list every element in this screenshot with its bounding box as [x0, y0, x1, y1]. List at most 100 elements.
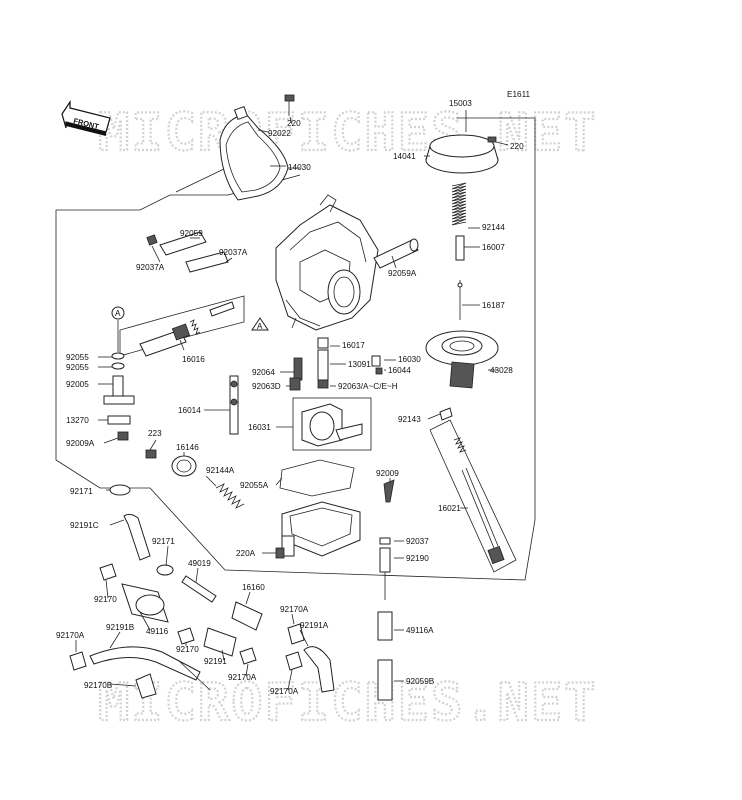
part-label-92191b: 92191B [106, 623, 135, 632]
svg-text:A: A [115, 309, 121, 318]
spring-92144a [215, 483, 245, 509]
needle-holder-16007 [455, 235, 465, 261]
fitting-92005 [103, 375, 135, 405]
part-label-92022: 92022 [268, 129, 291, 138]
part-label-92170-left: 92170 [94, 595, 117, 604]
part-label-13091: 13091 [348, 360, 371, 369]
clamp-92170a-right [287, 623, 305, 645]
part-label-92055-2: 92055 [66, 363, 89, 372]
part-label-92170a-4: 92170A [270, 687, 299, 696]
part-label-16007: 16007 [482, 243, 505, 252]
starter-plunger-16021 [429, 419, 517, 573]
part-label-92143: 92143 [398, 415, 421, 424]
pipe-49019 [181, 575, 217, 603]
watermark-bottom: MICROFICHES.NET [98, 673, 598, 733]
part-label-92037a-right: 92037A [219, 248, 248, 257]
float-bowl [281, 501, 361, 557]
part-label-220-cap: 220 [510, 142, 524, 151]
top-cover-14030 [219, 105, 289, 201]
hose-92191 [203, 627, 237, 657]
part-label-16160: 16160 [242, 583, 265, 592]
clamp-92170-mid [177, 627, 195, 645]
part-label-92059a: 92059A [388, 269, 417, 278]
part-label-92009a: 92009A [66, 439, 95, 448]
clamp-92170a-low [285, 651, 303, 671]
pipe-92190 [379, 547, 391, 573]
hose-92191c [123, 513, 151, 561]
starter-plunger-16016 [139, 301, 235, 357]
part-label-49116: 49116 [146, 627, 169, 636]
part-label-43028: 43028 [490, 366, 513, 375]
tube-92059b [377, 659, 393, 701]
jet-92063d [289, 377, 301, 391]
part-label-92170b: 92170B [84, 681, 113, 690]
part-label-92190: 92190 [406, 554, 429, 563]
valve-16160 [231, 601, 263, 631]
part-label-92191c: 92191C [70, 521, 99, 530]
screw-13270 [107, 415, 131, 425]
screw-92064 [293, 357, 303, 381]
part-label-220a: 220A [236, 549, 256, 558]
needle-jet-16017 [317, 337, 329, 349]
part-label-92191a: 92191A [300, 621, 329, 630]
o-rings-92055 [111, 320, 125, 370]
float-16031 [292, 397, 372, 451]
diagram-code: E1611 [507, 90, 531, 99]
clip-92143 [439, 407, 453, 421]
valve-49116a [377, 611, 393, 641]
screw-92009a [117, 431, 129, 441]
jet-16030 [371, 355, 381, 367]
clamp-92170-left [99, 563, 117, 581]
pilot-jet-16014 [229, 375, 239, 435]
hose-92191a [303, 646, 335, 693]
shaft-92059a [373, 238, 419, 269]
carburetor-body [275, 194, 379, 331]
part-label-16021: 16021 [438, 504, 461, 513]
part-label-92144: 92144 [482, 223, 505, 232]
holder-13091 [317, 349, 329, 381]
clamp-92171-top [109, 484, 131, 496]
part-labels: 15003 220 92022 220 14041 14030 92144 92… [56, 99, 524, 696]
part-label-49116a: 49116A [406, 626, 434, 635]
part-label-220-top: 220 [287, 119, 301, 128]
gasket-92055a [279, 459, 355, 497]
part-label-16014: 16014 [178, 406, 201, 415]
part-label-92191: 92191 [204, 657, 227, 666]
part-label-92037a-left: 92037A [136, 263, 165, 272]
part-label-92171-top: 92171 [70, 487, 93, 496]
part-label-92170a-1: 92170A [280, 605, 309, 614]
clamp-92037 [379, 537, 391, 545]
part-label-92055a: 92055A [240, 481, 269, 490]
clip-16044 [375, 367, 383, 375]
part-label-92064: 92064 [252, 368, 275, 377]
part-label-92063d: 92063D [252, 382, 281, 391]
clamp-92171-mid [156, 564, 174, 576]
part-label-92059b: 92059B [406, 677, 435, 686]
diaphragm-piston-43028 [425, 330, 499, 389]
part-label-49019: 49019 [188, 559, 211, 568]
spring-92144 [451, 182, 467, 226]
part-label-16030: 16030 [398, 355, 421, 364]
part-label-92171-mid: 92171 [152, 537, 175, 546]
part-label-92170a-2: 92170A [56, 631, 85, 640]
ref-marker-a-1: A [111, 306, 125, 320]
part-label-16146: 16146 [176, 443, 199, 452]
part-label-16044: 16044 [388, 366, 411, 375]
part-label-92005: 92005 [66, 380, 89, 389]
top-cap-15003 [425, 134, 499, 174]
front-arrow-icon: FRONT [61, 100, 111, 136]
part-label-16016: 16016 [182, 355, 205, 364]
part-label-92055-1: 92055 [66, 353, 89, 362]
part-label-14030: 14030 [288, 163, 311, 172]
part-label-92063-range: 92063/A~C/E~H [338, 382, 398, 391]
screw-220a [275, 547, 285, 559]
clamp-92170b [135, 673, 157, 699]
part-label-16187: 16187 [482, 301, 505, 310]
svg-text:A: A [257, 322, 263, 331]
watermark-top: MICROFICHES.NET [98, 103, 598, 163]
cap-16146 [171, 455, 197, 477]
part-label-16017: 16017 [342, 341, 365, 350]
part-label-92059: 92059 [180, 229, 203, 238]
hose-92191b [89, 646, 201, 681]
